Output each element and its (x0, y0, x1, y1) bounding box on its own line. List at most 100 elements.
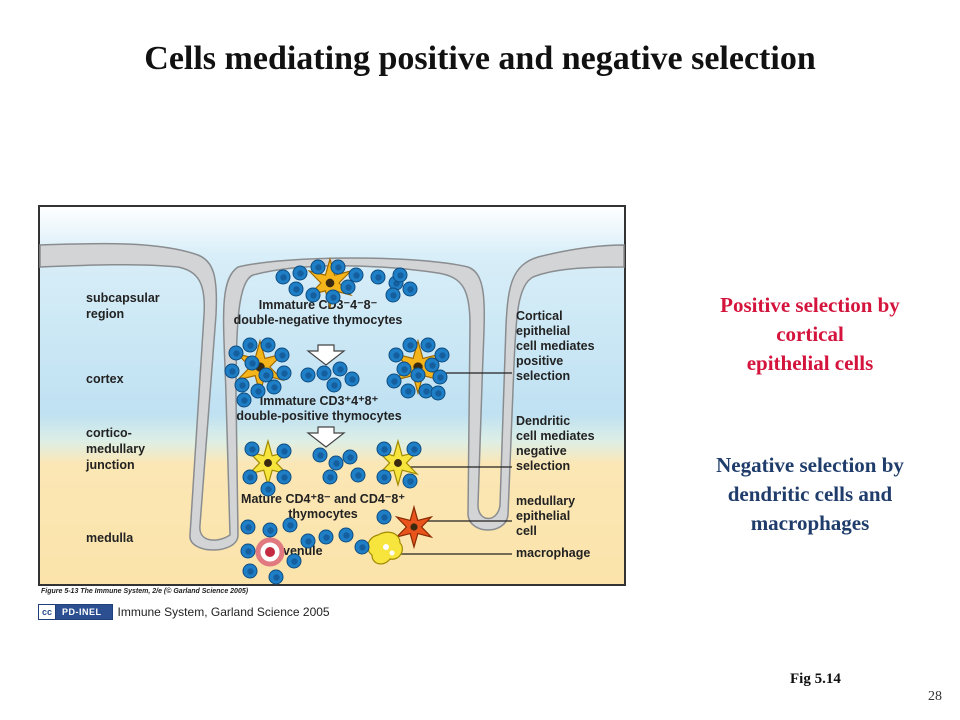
figure-reference: Fig 5.14 (790, 671, 841, 687)
cells-layer (224, 256, 450, 585)
thymocyte-nucleus (267, 527, 274, 534)
region-cortex: cortex (86, 372, 124, 386)
thymocyte-nucleus (375, 274, 382, 281)
thymocyte-nucleus (331, 382, 338, 389)
dendritic-cell-nucleus (394, 459, 402, 467)
capsule-trabecula (39, 242, 625, 551)
slide-title: Cells mediating positive and negative se… (144, 40, 816, 77)
credit-line: cc PD-INEL Immune System, Garland Scienc… (38, 604, 330, 620)
thymocyte-nucleus (405, 388, 412, 395)
thymocyte-nucleus (407, 286, 414, 293)
thymocyte-nucleus (291, 558, 298, 565)
thymocyte-nucleus (349, 376, 356, 383)
leader-lines (398, 372, 512, 555)
thymocyte-nucleus (335, 264, 342, 271)
thymocyte-nucleus (425, 342, 432, 349)
thymocyte-nucleus (249, 360, 256, 367)
thymocyte-nucleus (381, 474, 388, 481)
thymocyte-nucleus (435, 390, 442, 397)
negative-line: macrophages (750, 511, 870, 535)
cortical-epithelial-cell-nucleus (325, 278, 335, 288)
thymocyte-nucleus (391, 378, 398, 385)
thymocyte-nucleus (255, 388, 262, 395)
thymocyte-nucleus (381, 514, 388, 521)
thymocyte-nucleus (327, 474, 334, 481)
thymocyte-nucleus (317, 452, 324, 459)
thymocyte-nucleus (271, 384, 278, 391)
thymocyte-nucleus (323, 534, 330, 541)
positive-line: epithelial cells (746, 351, 874, 375)
thymocyte-nucleus (390, 292, 397, 299)
credit-text: Immune System, Garland Science 2005 (117, 605, 330, 619)
thymocyte-nucleus (281, 370, 288, 377)
thymocyte-nucleus (411, 446, 418, 453)
thymocyte-nucleus (229, 368, 236, 375)
thymocyte-nucleus (343, 532, 350, 539)
thymocyte-nucleus (381, 446, 388, 453)
thymocyte-nucleus (245, 548, 252, 555)
label-double-positive: Immature CD3⁺4⁺8⁺double-positive thymocy… (236, 394, 401, 423)
macrophage-vacuole (383, 544, 389, 550)
arrow-down-icon (306, 426, 346, 448)
thymocyte-nucleus (345, 284, 352, 291)
thymocyte-nucleus (401, 366, 408, 373)
thymocyte-nucleus (429, 362, 436, 369)
thymocyte-nucleus (310, 292, 317, 299)
thymocyte-nucleus (280, 274, 287, 281)
thymocyte-nucleus (281, 474, 288, 481)
thymocyte-nucleus (333, 460, 340, 467)
positive-selection-note: Positive selection by cortical epithelia… (670, 291, 950, 378)
thymocyte-nucleus (315, 264, 322, 271)
figure-caption: Figure 5-13 The Immune System, 2/e (© Ga… (41, 587, 249, 595)
thymocyte-nucleus (247, 474, 254, 481)
macrophage-vacuole (389, 550, 395, 556)
thymocyte-nucleus (279, 352, 286, 359)
thymocyte-nucleus (407, 478, 414, 485)
thymocyte-nucleus (247, 568, 254, 575)
thymocyte-nucleus (439, 352, 446, 359)
thymocyte-nucleus (265, 342, 272, 349)
thymocyte-nucleus (287, 522, 294, 529)
negative-line: Negative selection by (716, 453, 904, 477)
negative-line: dendritic cells and (727, 482, 893, 506)
thymocyte-nucleus (407, 342, 414, 349)
thymocyte-nucleus (263, 372, 270, 379)
thymocyte-nucleus (305, 538, 312, 545)
label-macrophage: macrophage (516, 546, 590, 560)
thymocyte-nucleus (359, 544, 366, 551)
thymocyte-nucleus (241, 397, 248, 404)
thymocyte-nucleus (397, 272, 404, 279)
license-badge-text: PD-INEL (62, 607, 102, 617)
thymocyte-nucleus (281, 448, 288, 455)
thymocyte-nucleus (297, 270, 304, 277)
thymocyte-nucleus (247, 342, 254, 349)
positive-line: Positive selection by (720, 293, 900, 317)
arrow-down-icon (306, 344, 346, 366)
license-badge[interactable]: cc PD-INEL (38, 604, 113, 620)
thymocyte-nucleus (437, 374, 444, 381)
thymocyte-nucleus (353, 272, 360, 279)
negative-selection-note: Negative selection by dendritic cells an… (670, 451, 950, 538)
thymocyte-nucleus (321, 370, 328, 377)
thymocyte-nucleus (273, 574, 280, 581)
thymocyte-nucleus (245, 524, 252, 531)
thymocyte-nucleus (393, 352, 400, 359)
thymocyte-nucleus (239, 382, 246, 389)
venule-lumen (265, 547, 275, 557)
thymocyte-nucleus (337, 366, 344, 373)
label-mature: Mature CD4⁺8⁻ and CD4⁻8⁺thymocytes (241, 492, 405, 521)
page-number: 28 (928, 689, 942, 704)
positive-line: cortical (776, 322, 844, 346)
thymocyte-nucleus (293, 286, 300, 293)
thymocyte-nucleus (423, 388, 430, 395)
thymocyte-nucleus (330, 294, 337, 301)
label-double-negative: Immature CD3⁻4⁻8⁻double-negative thymocy… (234, 298, 403, 327)
dendritic-cell-nucleus (264, 459, 272, 467)
thymocyte-nucleus (305, 372, 312, 379)
